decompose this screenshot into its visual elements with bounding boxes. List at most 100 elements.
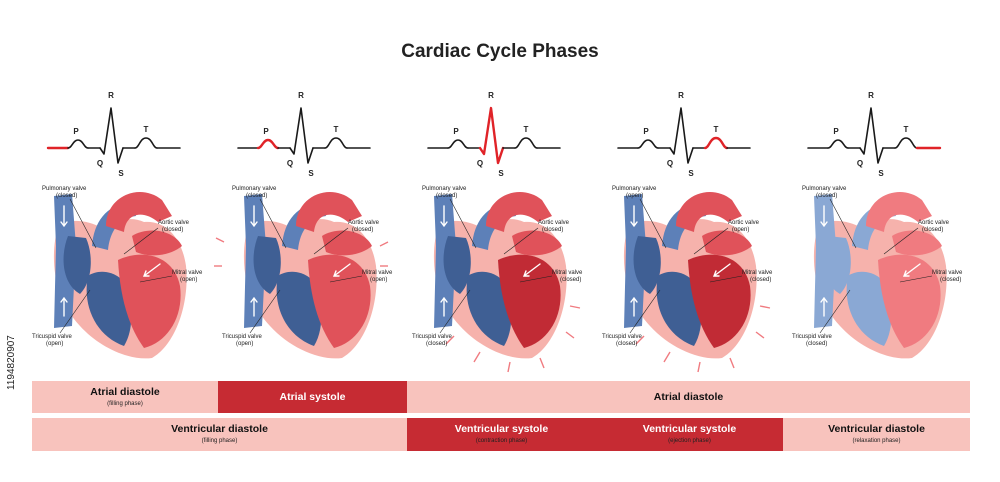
valve-labels: Pulmonary valve(closed)Aortic valve(clos…	[32, 186, 203, 347]
pulmonary-valve-state: (open)	[626, 193, 643, 199]
contraction-mark	[755, 331, 765, 339]
ecg-segment-qrs	[289, 107, 314, 164]
watermark: 1194820907	[6, 335, 17, 390]
ecg-label-p: P	[833, 127, 839, 136]
pulmonary-valve-state: (closed)	[816, 193, 837, 199]
ventricular-band-title: Ventricular diastole	[171, 423, 268, 435]
flow-arrows	[440, 205, 541, 317]
ecg-label-t: T	[524, 125, 529, 134]
ventricular-band: Ventricular diastole (filling phase) Ventr…	[32, 418, 970, 451]
ventricular-band-title: Ventricular systole	[643, 423, 737, 435]
ecg-segment-qrs	[99, 107, 124, 164]
ecg-label-s: S	[118, 169, 124, 178]
tricuspid-valve-state: (closed)	[806, 341, 827, 347]
right-atrium	[253, 236, 281, 294]
ecg-label-q: Q	[97, 159, 103, 168]
right-ventricle	[466, 271, 512, 346]
leader-line	[829, 198, 857, 249]
flow-arrow-up	[440, 296, 448, 317]
ventricular-band-subtitle: (filling phase)	[202, 438, 238, 444]
ventricular-band-cell	[32, 418, 407, 451]
contraction-mark	[565, 331, 575, 339]
leader-line	[139, 275, 173, 283]
aortic-valve-state: (open)	[732, 227, 749, 233]
tricuspid-valve-label: Tricuspid valve	[792, 334, 832, 340]
mitral-valve-state: (open)	[370, 277, 387, 283]
aorta	[486, 192, 552, 232]
heart-illustration: Pulmonary valve(open)Aortic valve(open)M…	[602, 186, 773, 373]
valve-labels: Pulmonary valve(closed)Aortic valve(clos…	[792, 186, 963, 347]
pulmonary-valve-label: Pulmonary valve	[612, 186, 657, 192]
ecg-segment-p	[637, 139, 659, 149]
ventricular-band-subtitle: (ejection phase)	[668, 438, 711, 444]
flow-arrow-down	[440, 205, 448, 228]
flow-arrows	[250, 205, 351, 317]
ecg-segment-qrs	[669, 107, 694, 164]
aortic-valve-state: (closed)	[352, 227, 373, 233]
ecg-label-r: R	[678, 91, 684, 100]
ecg-label-r: R	[868, 91, 874, 100]
aortic-valve-state: (closed)	[162, 227, 183, 233]
contraction-mark	[539, 357, 545, 369]
contraction-mark	[507, 361, 511, 373]
leader-line	[449, 198, 477, 249]
leader-line	[639, 198, 667, 249]
tricuspid-valve-state: (open)	[46, 341, 63, 347]
tricuspid-valve-label: Tricuspid valve	[32, 334, 72, 340]
leader-line	[883, 227, 919, 255]
leader-line	[709, 275, 743, 283]
pulmonary-valve-state: (closed)	[436, 193, 457, 199]
flow-arrow-down	[630, 205, 638, 228]
ventricular-band-subtitle: (relaxation phase)	[852, 438, 900, 444]
pulmonary-valve-label: Pulmonary valve	[802, 186, 847, 192]
contraction-mark	[729, 357, 735, 369]
ecg-label-t: T	[334, 125, 339, 134]
flow-arrow-mitral	[522, 263, 541, 277]
leader-line	[819, 289, 851, 334]
atrial-band-cell	[32, 381, 218, 413]
flow-arrow-up	[250, 296, 258, 317]
valve-labels: Pulmonary valve(closed)Aortic valve(clos…	[222, 186, 393, 347]
left-atrium	[702, 230, 752, 256]
heart-illustration: Pulmonary valve(closed)Aortic valve(clos…	[792, 186, 963, 359]
atrial-band-title: Atrial systole	[280, 391, 346, 403]
ventricular-band-subtitle: (contraction phase)	[476, 438, 527, 444]
pulmonary-valve-label: Pulmonary valve	[232, 186, 277, 192]
flow-arrow-up	[630, 296, 638, 317]
pulmonary-valve-state: (closed)	[246, 193, 267, 199]
tricuspid-valve-state: (closed)	[426, 341, 447, 347]
mitral-valve-state: (closed)	[560, 277, 581, 283]
ecg-label-q: Q	[287, 159, 293, 168]
right-atrium	[823, 236, 851, 294]
right-ventricle	[276, 271, 322, 346]
tricuspid-valve-state: (open)	[236, 341, 253, 347]
aorta	[106, 192, 172, 232]
valve-labels: Pulmonary valve(open)Aortic valve(open)M…	[602, 186, 773, 347]
left-atrium	[132, 230, 182, 256]
ecg-label-r: R	[488, 91, 494, 100]
atrial-band-cell	[407, 381, 970, 413]
aortic-valve-label: Aortic valve	[728, 220, 760, 226]
page-title: Cardiac Cycle Phases	[401, 41, 599, 62]
heart-illustration: Pulmonary valve(closed)Aortic valve(clos…	[32, 186, 203, 359]
mitral-valve-label: Mitral valve	[362, 270, 393, 276]
aortic-valve-state: (closed)	[922, 227, 943, 233]
contraction-marks	[214, 237, 389, 267]
flow-arrow-down	[250, 205, 258, 228]
ecg-label-p: P	[73, 127, 79, 136]
mitral-valve-label: Mitral valve	[742, 270, 773, 276]
contraction-marks	[635, 305, 771, 373]
leader-line	[123, 227, 159, 255]
pulmonary-valve-state: (closed)	[56, 193, 77, 199]
ecg-label-s: S	[878, 169, 884, 178]
ventricular-band-title: Ventricular systole	[455, 423, 549, 435]
contraction-mark	[663, 351, 671, 363]
left-ventricle	[308, 254, 371, 348]
leader-line	[329, 275, 363, 283]
